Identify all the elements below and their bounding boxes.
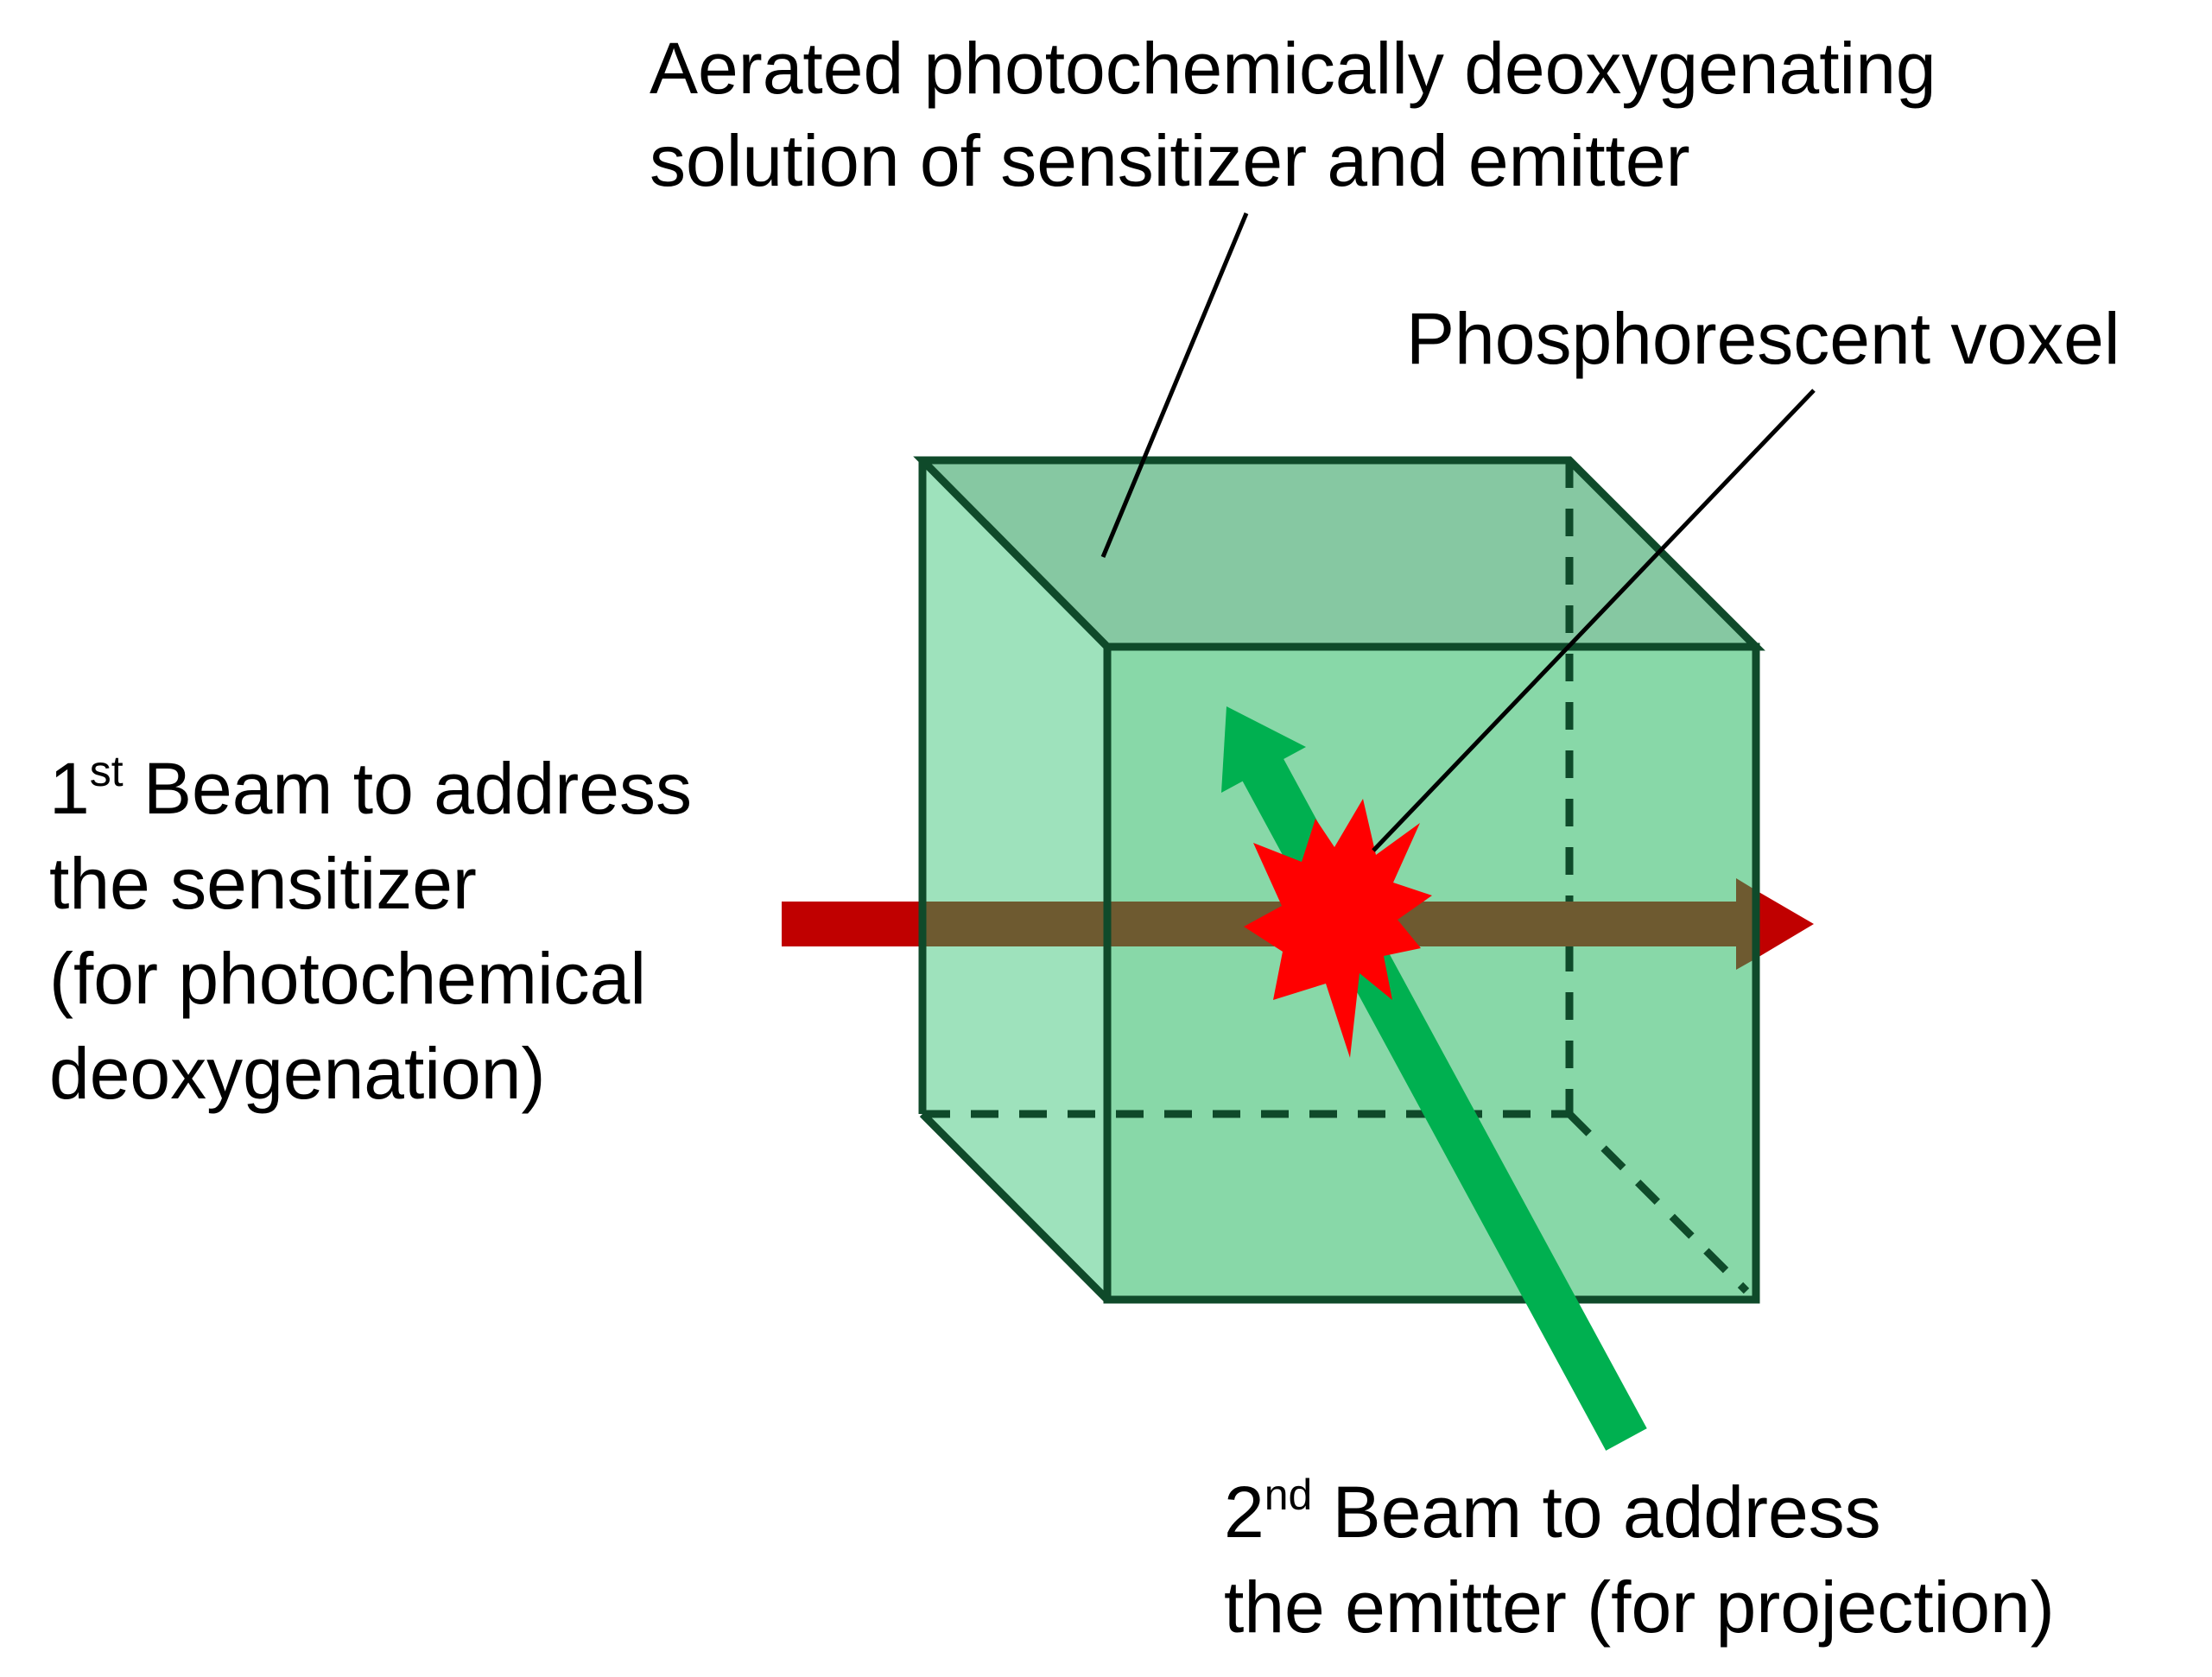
first-beam-arrowhead [1756,890,1814,959]
cube-visible-edges [913,456,1765,1304]
beam1-superscript: st [90,747,124,795]
beam2-superscript: nd [1264,1471,1313,1519]
cube-top-face [922,460,1756,647]
beam2-label-line2: the emitter (for projection) [1224,1566,2055,1648]
beam1-label-line1: 1st Beam to address [49,747,692,829]
beam1-number: 1 [49,748,90,829]
solution-label-line2: solution of sensitizer and emitter [650,120,1690,201]
beam1-label-line3: (for photochemical [49,938,646,1019]
phosphorescent-voxel [1244,799,1432,1058]
cube-front-face [1107,647,1756,1300]
first-beam-arrowhead-inside [1736,878,1756,970]
voxel-label: Phosphorescent voxel [1406,298,2120,379]
cube-side-face [922,460,1107,1300]
voxel-leader-line [1372,389,1816,852]
beam1-label-line4: deoxygenation) [49,1033,545,1114]
beam1-line1-text: Beam to address [124,748,692,829]
beam2-line1-text: Beam to address [1312,1471,1880,1553]
beam2-label-line1: 2nd Beam to address [1224,1471,1881,1553]
beam1-label-line2: the sensitizer [49,843,477,924]
solution-leader-line [1100,212,1249,558]
beam2-number: 2 [1224,1471,1264,1553]
second-beam-arrowhead [1221,706,1306,793]
solution-label-line1: Aerated photochemically deoxygenating [650,28,1936,109]
